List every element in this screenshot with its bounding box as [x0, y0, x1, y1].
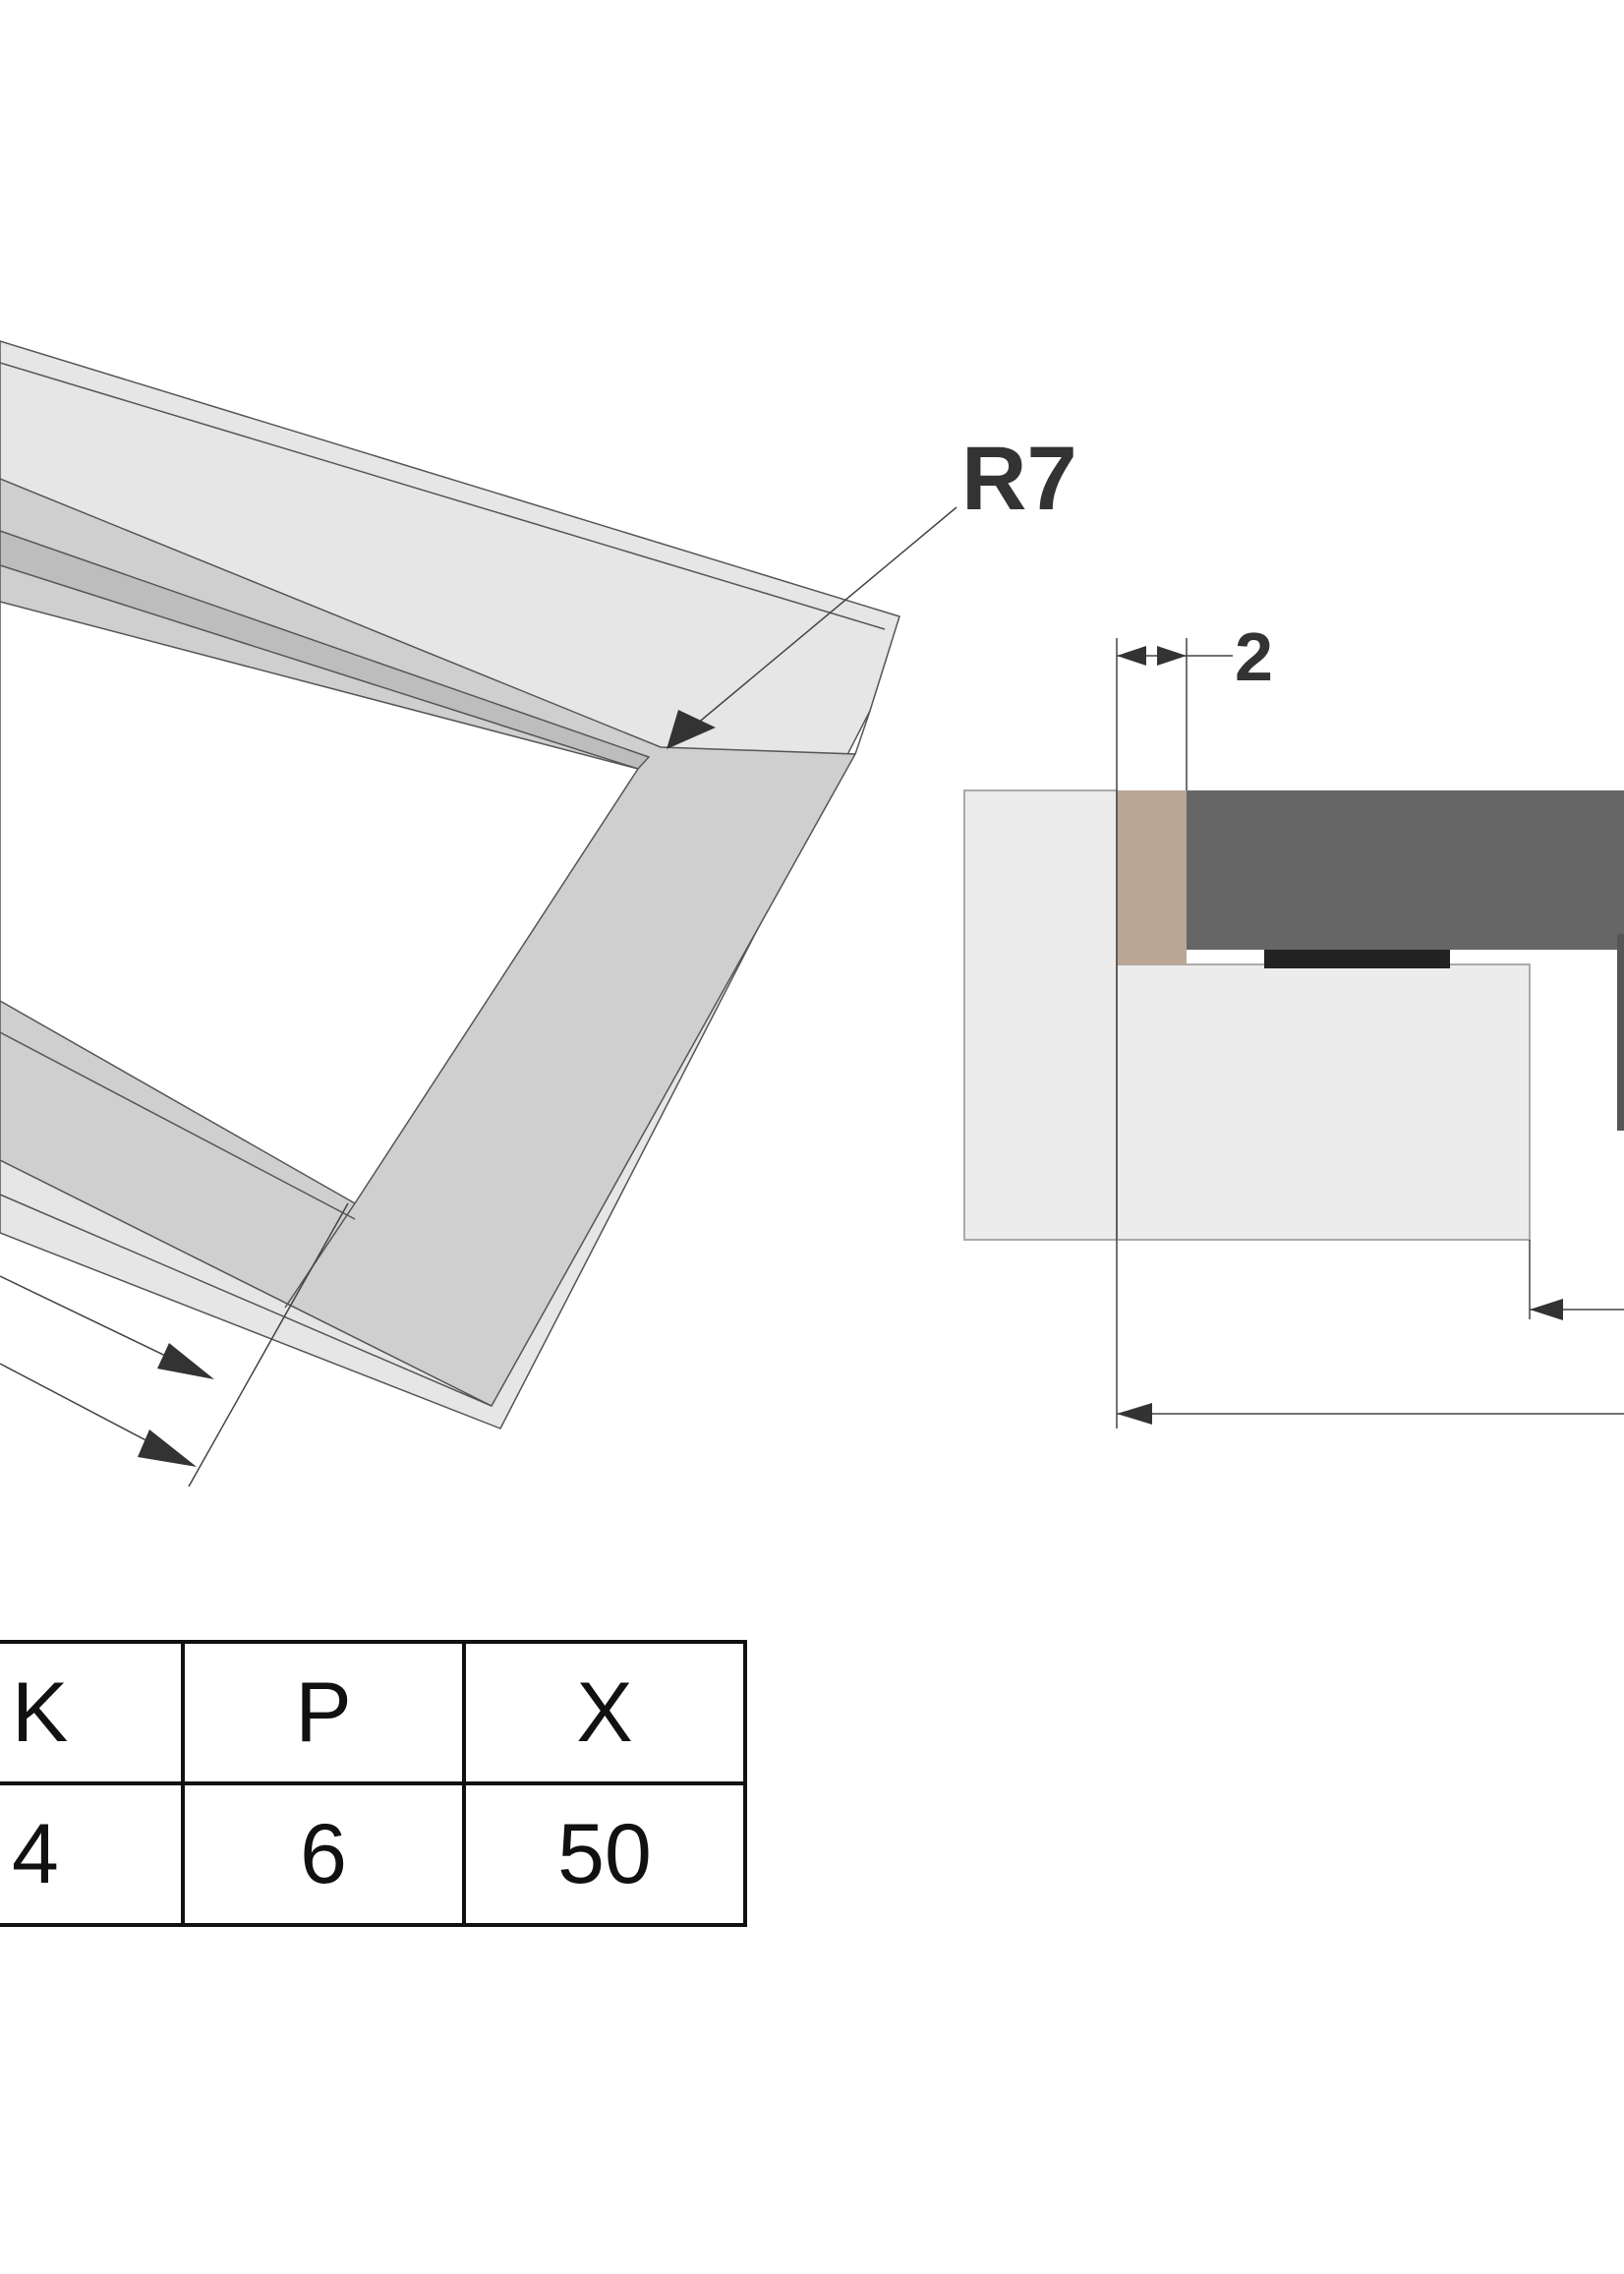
radius-label: R7: [961, 429, 1077, 529]
frame-edge-line: [0, 1031, 356, 1220]
arrowhead-icon: [1530, 1299, 1563, 1320]
gap-dimension-label: 2: [1235, 618, 1273, 695]
frame-edge-line: [0, 1194, 493, 1407]
section-view: [963, 789, 1624, 1241]
table-header-cell: X: [462, 1640, 747, 1785]
table-cell: 4: [0, 1781, 185, 1927]
frame-block-lower: [1116, 963, 1531, 1241]
door-panel: [1187, 790, 1624, 950]
leader-line: [677, 506, 957, 740]
door-panel-return: [1617, 934, 1624, 1131]
frame-edge-line: [284, 1202, 356, 1309]
frame-block-left: [963, 789, 1118, 1241]
arrowhead-icon: [157, 1343, 214, 1379]
dimension-table: K P X 4 6 50: [0, 1640, 747, 1927]
seal-strip: [1264, 950, 1450, 968]
arrowhead-icon: [667, 710, 716, 749]
table-cell: 6: [181, 1781, 466, 1927]
section-dimensions: 2: [1116, 618, 1624, 1429]
frame-edge-line: [854, 710, 871, 755]
table-cell: 50: [462, 1781, 747, 1927]
table-header-row: K P X: [0, 1640, 747, 1785]
table-header-cell: K: [0, 1640, 185, 1785]
arrowhead-icon: [1117, 1403, 1152, 1425]
arrowhead-icon: [1117, 646, 1146, 666]
frame-corner-view: [0, 340, 900, 1429]
radius-callout: R7: [667, 429, 1077, 749]
table-row: 4 6 50: [0, 1781, 747, 1927]
veneer-edge: [1117, 790, 1187, 964]
arrowhead-icon: [1157, 646, 1187, 666]
table-header-cell: P: [181, 1640, 466, 1785]
frame-edge-line: [0, 362, 886, 630]
arrowhead-icon: [138, 1429, 197, 1467]
frame-dimension-lines: [0, 1202, 349, 1487]
